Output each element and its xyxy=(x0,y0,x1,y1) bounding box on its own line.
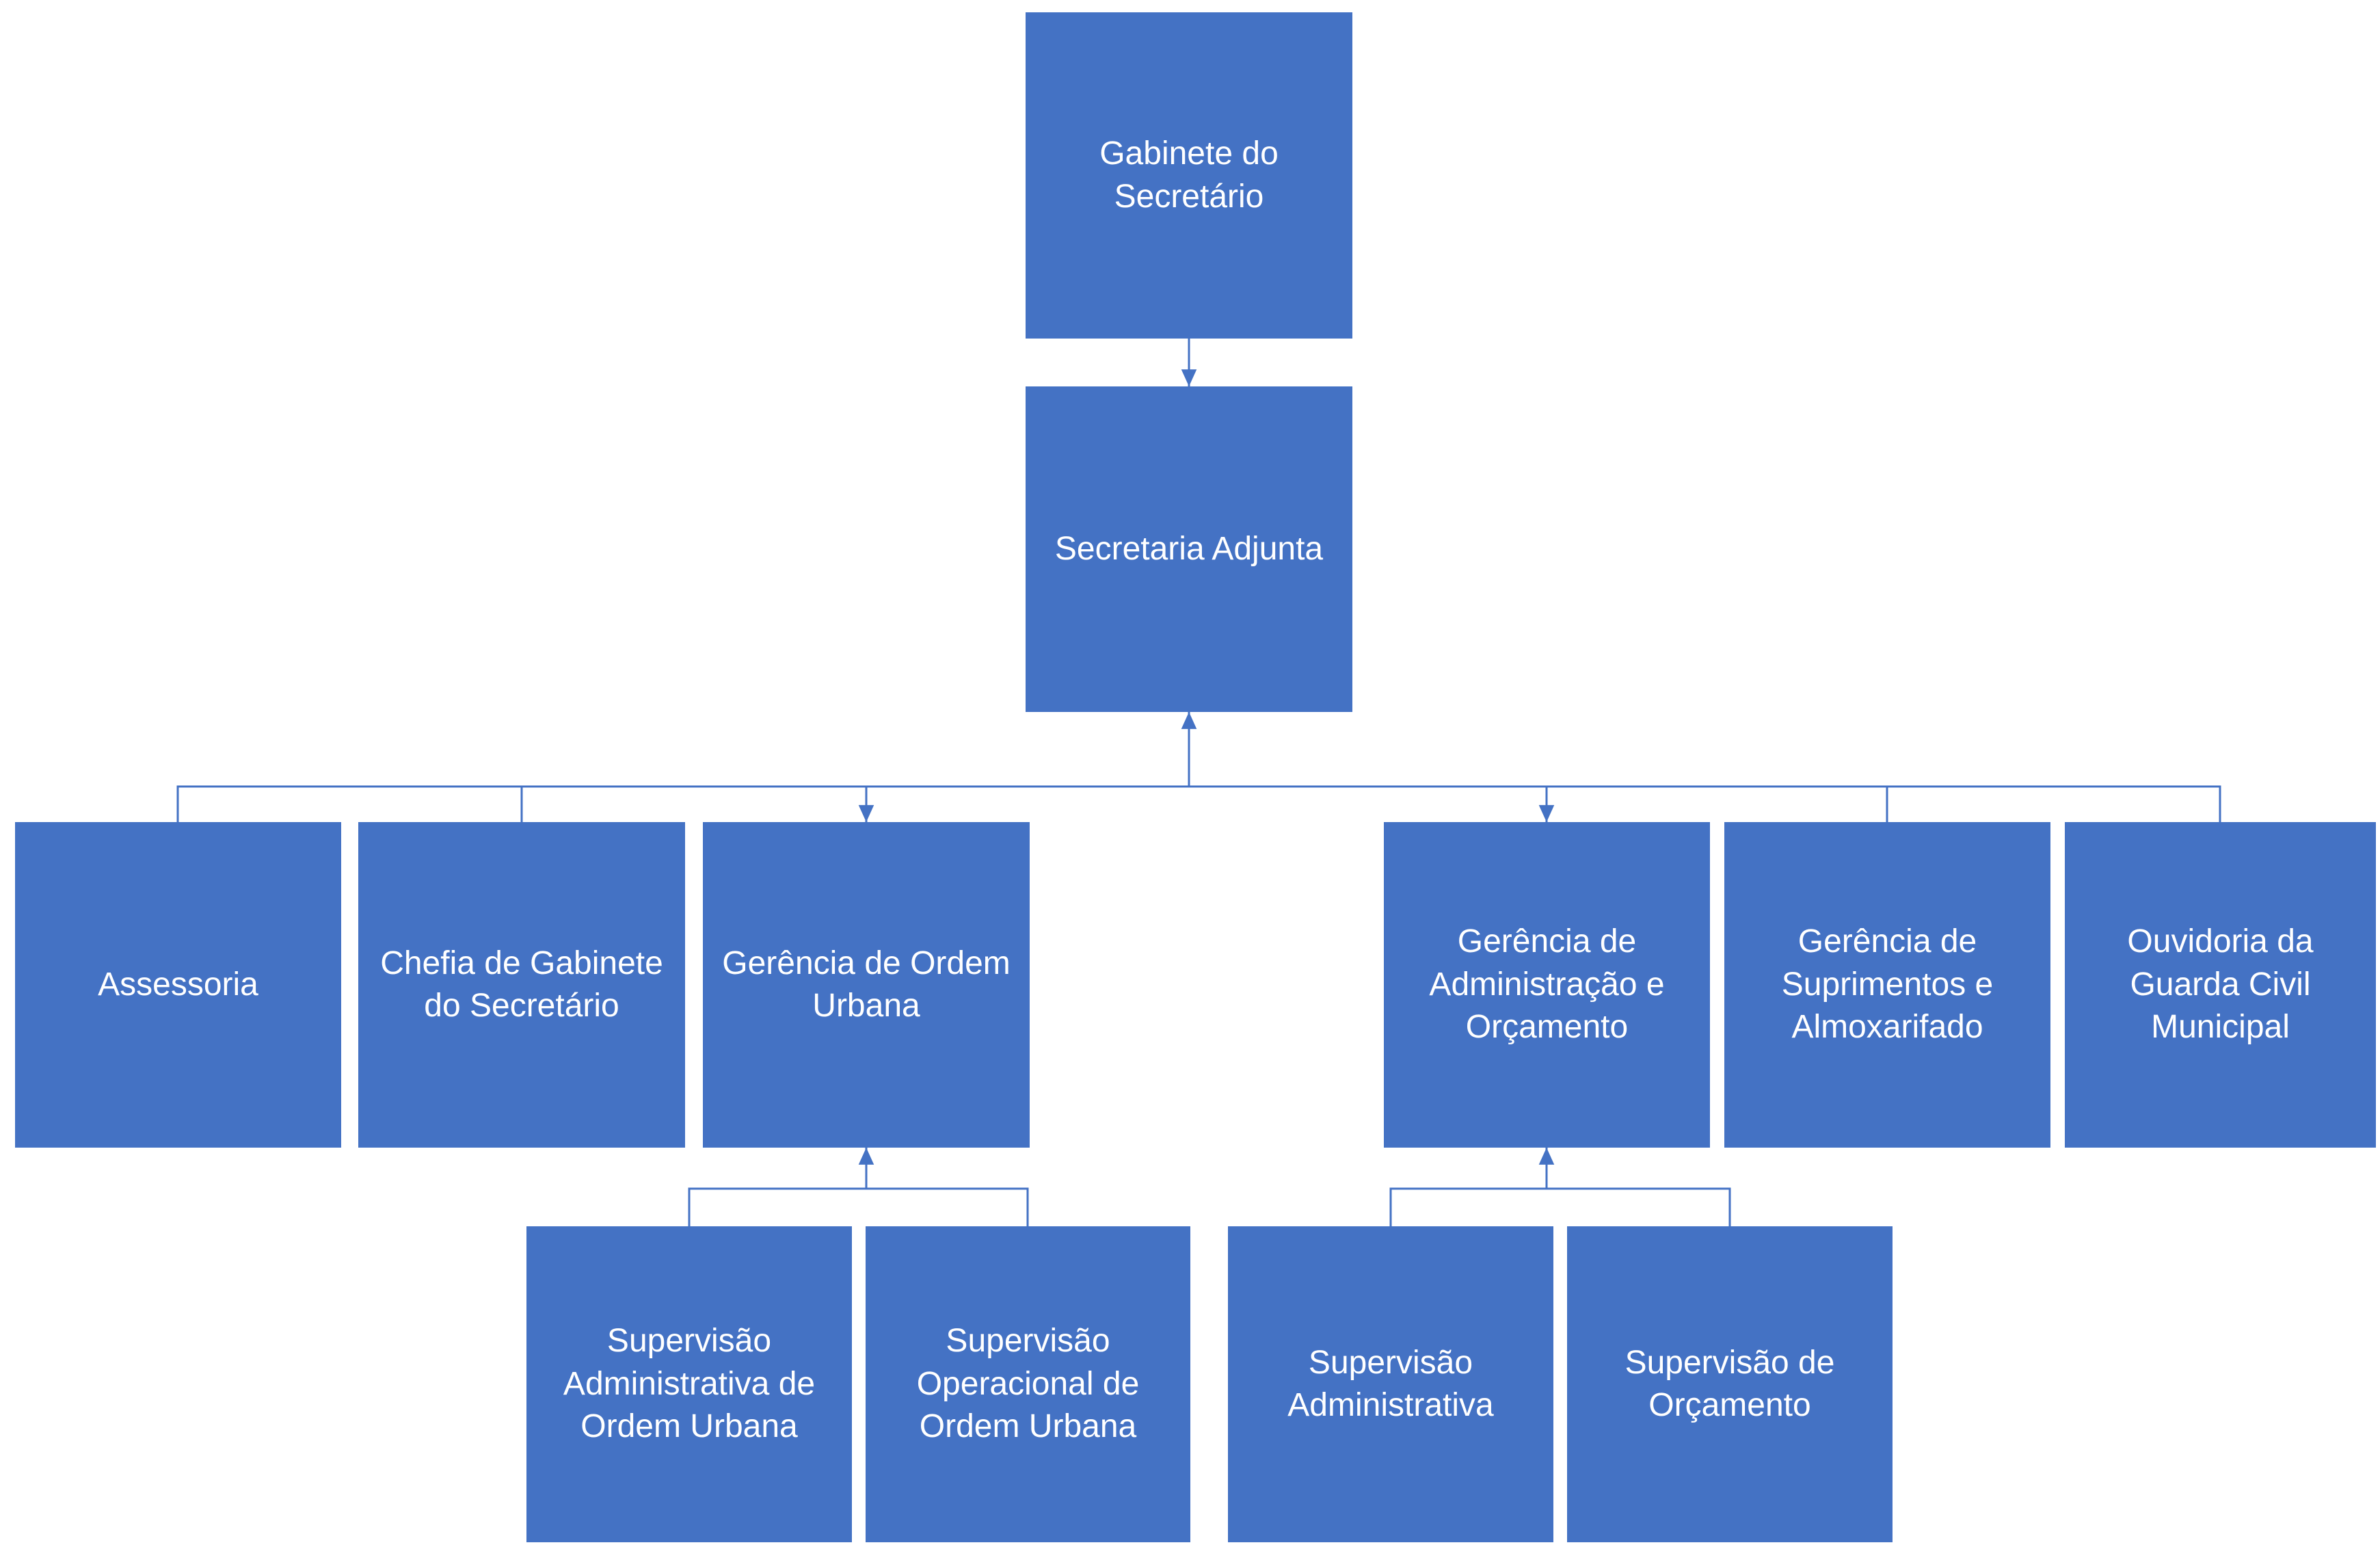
org-node-label: Secretaria Adjunta xyxy=(1054,530,1324,567)
org-node-supervisao-de-orcamento: Supervisão de Orçamento xyxy=(1567,1226,1893,1542)
org-node-assessoria: Assessoria xyxy=(15,822,341,1148)
org-node-chefia-de-gabinete: Chefia de Gabinete do Secretário xyxy=(358,822,685,1148)
org-node-supervisao-operacional-ordem-urbana: Supervisão Operacional de Ordem Urbana xyxy=(866,1226,1190,1542)
org-node-gerencia-administracao-orcamento: Gerência de Administração e Orçamento xyxy=(1384,822,1710,1148)
org-node-label: Supervisão Operacional de Ordem Urbana xyxy=(916,1323,1140,1445)
org-node-supervisao-administrativa-ordem-urbana: Supervisão Administrativa de Ordem Urban… xyxy=(526,1226,852,1542)
org-node-label: Supervisão Administrativa de Ordem Urban… xyxy=(563,1323,816,1445)
org-node-label: Chefia de Gabinete do Secretário xyxy=(380,945,663,1024)
org-node-label: Assessoria xyxy=(98,966,258,1003)
org-node-label: Gerência de Administração e Orçamento xyxy=(1429,923,1665,1046)
org-node-label: Supervisão Administrativa xyxy=(1287,1344,1494,1423)
org-node-label: Supervisão de Orçamento xyxy=(1624,1344,1835,1423)
org-node-label: Gerência de Suprimentos e Almoxarifado xyxy=(1781,923,1994,1046)
org-node-ouvidoria-guarda-civil: Ouvidoria da Guarda Civil Municipal xyxy=(2065,822,2376,1148)
org-node-gerencia-ordem-urbana: Gerência de Ordem Urbana xyxy=(703,822,1030,1148)
org-node-label: Ouvidoria da Guarda Civil Municipal xyxy=(2127,923,2314,1046)
org-node-label: Gabinete do Secretário xyxy=(1099,135,1279,215)
org-node-label: Gerência de Ordem Urbana xyxy=(722,945,1011,1024)
org-node-gabinete-do-secretario: Gabinete do Secretário xyxy=(1026,12,1352,339)
org-node-secretaria-adjunta: Secretaria Adjunta xyxy=(1026,386,1352,712)
org-node-supervisao-administrativa: Supervisão Administrativa xyxy=(1228,1226,1553,1542)
org-node-gerencia-suprimentos-almoxarifado: Gerência de Suprimentos e Almoxarifado xyxy=(1724,822,2050,1148)
